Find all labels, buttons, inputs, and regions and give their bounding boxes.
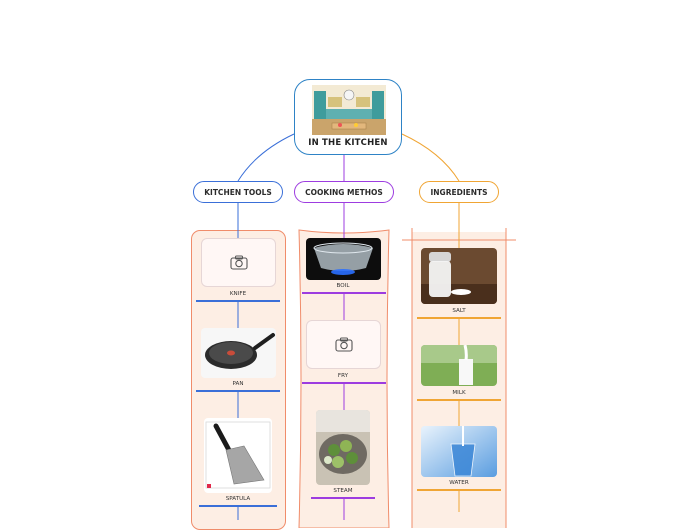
item-label-steam: STEAM [333,488,353,494]
item-label-boil: BOIL [336,283,350,289]
item-label-spatula: SPATULA [225,496,251,502]
item-label-knife: KNIFE [229,291,247,297]
kitchen-illustration-icon [312,85,386,135]
spatula-photo-icon[interactable] [204,418,272,493]
central-topic[interactable]: IN THE KITCHEN [294,79,402,155]
camera-icon [334,337,353,352]
topic-cooking-methods[interactable]: COOKING METHOS [294,181,394,203]
item-underline [196,390,280,392]
item-underline [417,399,501,401]
fry-image-placeholder[interactable] [306,320,381,369]
item-label-pan: PAN [232,381,244,387]
item-underline [199,505,277,507]
knife-image-placeholder[interactable] [201,238,276,287]
camera-icon [229,255,248,270]
item-underline [417,317,501,319]
milk-glass-photo-icon[interactable] [421,345,497,386]
item-label-salt: SALT [452,308,466,314]
boiling-pot-photo-icon[interactable] [306,238,381,280]
topic-kitchen-tools[interactable]: KITCHEN TOOLS [193,181,283,203]
salt-shaker-photo-icon[interactable] [421,248,497,304]
steamed-vegetables-photo-icon[interactable] [316,410,370,485]
item-label-milk: MILK [452,390,466,396]
water-glass-photo-icon[interactable] [421,426,497,477]
item-underline [311,497,375,499]
item-underline [196,300,280,302]
item-underline [302,292,386,294]
item-label-water: WATER [449,480,469,486]
item-label-fry: FRY [337,373,349,379]
item-underline [302,382,386,384]
item-underline [417,489,501,491]
central-topic-title: IN THE KITCHEN [308,138,388,148]
frying-pan-photo-icon[interactable] [201,328,276,378]
topic-ingredients[interactable]: INGREDIENTS [419,181,499,203]
